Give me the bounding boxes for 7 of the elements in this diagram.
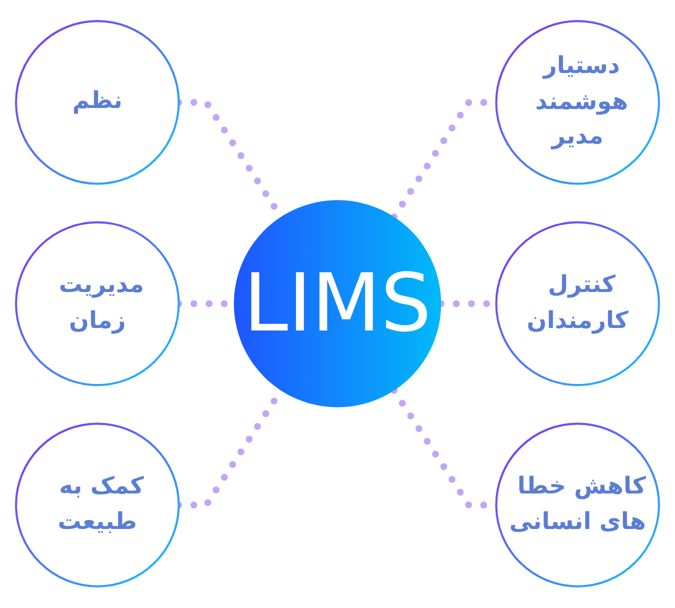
node-circle: مدیریت زمان [15,222,180,386]
node-circle: نظم [15,20,180,186]
node-circle: کنترل کارمندان [495,222,660,386]
node-circle: LIMS [234,200,442,408]
node-circle: دستیار هوشمند مدیر [495,20,660,186]
node-circle: کمک به طبیعت [15,422,180,588]
node-circle: کاهش خطا های انسانی [495,422,660,588]
